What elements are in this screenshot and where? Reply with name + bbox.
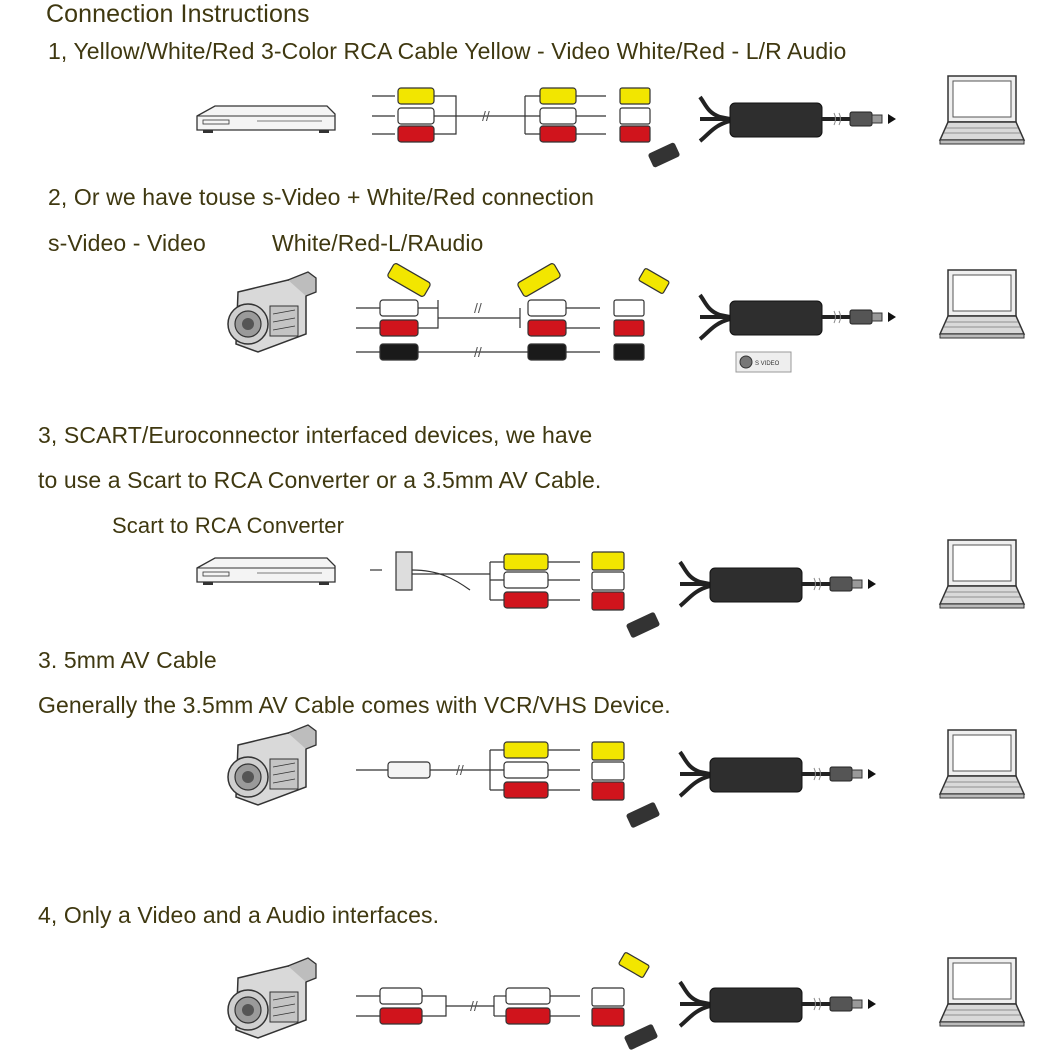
svg-text://: //: [456, 762, 464, 778]
step1-text: 1, Yellow/White/Red 3-Color RCA Cable Ye…: [48, 38, 847, 64]
step35-text: Generally the 3.5mm AV Cable comes with …: [38, 692, 671, 718]
diagram-3: [196, 539, 1025, 638]
svg-text://: //: [470, 998, 478, 1014]
step3-text-2: to use a Scart to RCA Converter or a 3.5…: [38, 467, 602, 493]
scart-plug-icon: [395, 551, 413, 591]
diagram-2: // // S VIDEO: [227, 263, 1025, 373]
step2-text: 2, Or we have touse s-Video + White/Red …: [48, 184, 595, 210]
step35-title: 3. 5mm AV Cable: [38, 647, 217, 673]
scart-converter-label: Scart to RCA Converter: [112, 513, 345, 538]
svg-text://: //: [482, 108, 490, 124]
dvd-player-icon: [196, 557, 336, 586]
page-title: Connection Instructions: [46, 0, 310, 28]
laptop-icon: [939, 957, 1025, 1027]
diagram-1: //: [196, 75, 1025, 168]
laptop-icon: [939, 539, 1025, 609]
step4-text: 4, Only a Video and a Audio interfaces.: [38, 902, 440, 928]
camcorder-icon: [227, 724, 317, 806]
diagram-35mm: //: [227, 724, 1025, 828]
step2-svideo-label: s-Video - Video: [48, 230, 206, 256]
step2-audio-label: White/Red-L/RAudio: [272, 230, 484, 256]
svg-text://: //: [474, 300, 482, 316]
camcorder-icon: [227, 271, 317, 353]
diagram-4: //: [227, 952, 1025, 1050]
camcorder-icon: [227, 957, 317, 1039]
svideo-port-text: S VIDEO: [755, 361, 780, 367]
laptop-icon: [939, 75, 1025, 145]
dvd-player-icon: [196, 105, 336, 134]
laptop-icon: [939, 269, 1025, 339]
laptop-icon: [939, 729, 1025, 799]
audio-jack-icon: [387, 761, 431, 779]
svg-text://: //: [474, 344, 482, 360]
step3-text: 3, SCART/Euroconnector interfaced device…: [38, 422, 593, 448]
